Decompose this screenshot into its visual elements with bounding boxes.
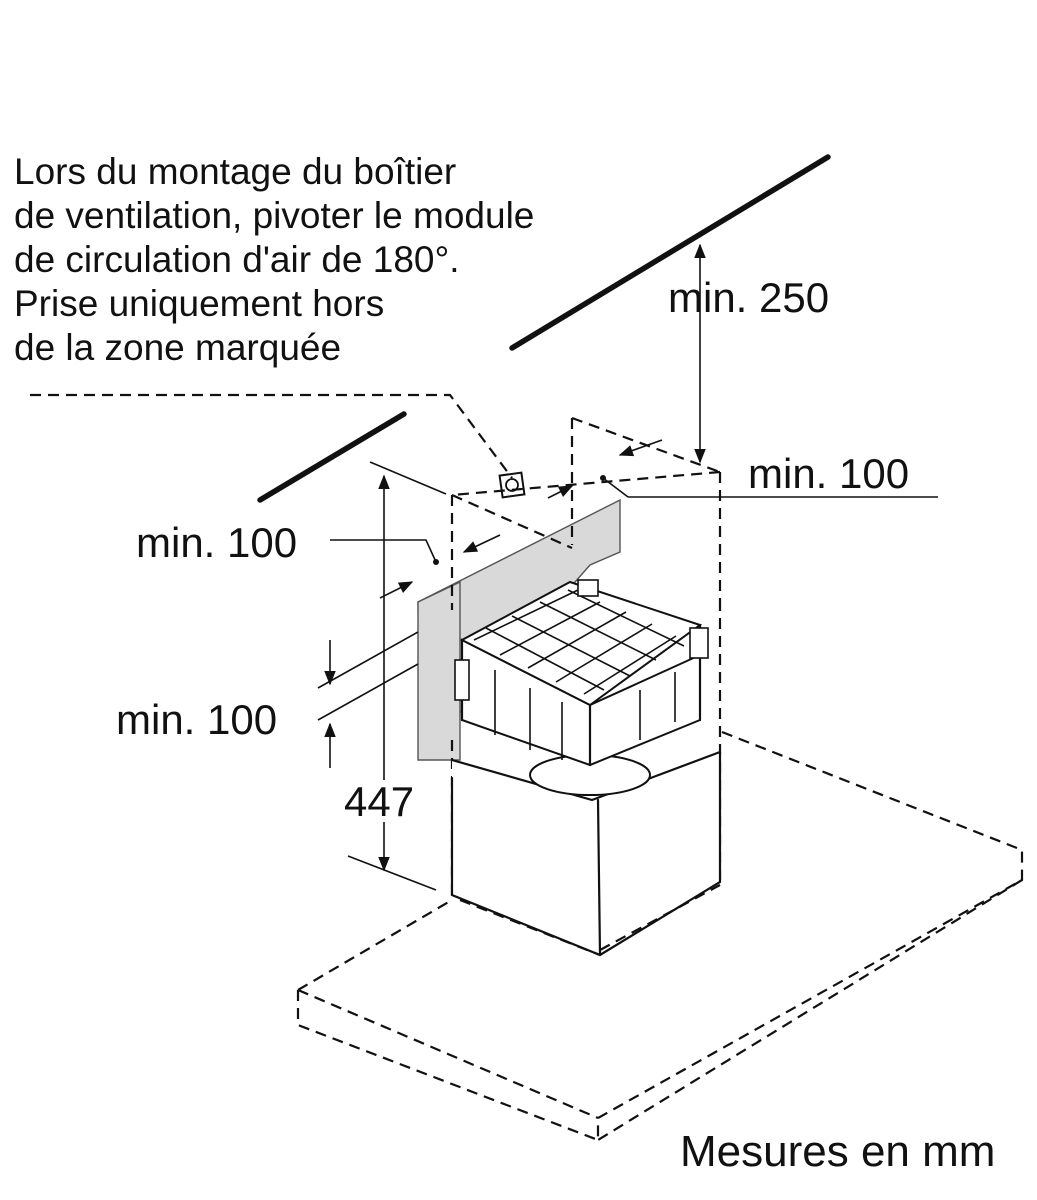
- note-line-4: Prise uniquement hors: [14, 283, 384, 324]
- wall-line: [257, 411, 407, 503]
- dimension-ceiling-label: min. 250: [668, 274, 829, 321]
- note-line-2: de ventilation, pivoter le module: [14, 195, 534, 236]
- note-leader-dashed: [30, 393, 513, 479]
- dimension-vertical-label: min. 100: [116, 696, 277, 743]
- note-line-5: de la zone marquée: [14, 327, 341, 368]
- dimension-height-label: 447: [344, 778, 414, 825]
- socket-symbol: [498, 471, 526, 499]
- units-note: Mesures en mm: [680, 1127, 995, 1176]
- hood-canopy-outline: [296, 730, 1024, 1142]
- installation-note: Lors du montage du boîtier de ventilatio…: [14, 151, 534, 368]
- dimension-height: 447: [344, 461, 447, 891]
- recirculation-module: [454, 579, 709, 796]
- dimension-right-label: min. 100: [748, 450, 909, 497]
- ventilation-housing: [450, 750, 722, 957]
- dimension-left-label: min. 100: [136, 519, 297, 566]
- note-line-1: Lors du montage du boîtier: [14, 151, 456, 192]
- ceiling-line: [509, 154, 831, 351]
- note-line-3: de circulation d'air de 180°.: [14, 239, 460, 280]
- dimension-left: min. 100: [136, 519, 501, 599]
- marked-zone-left: [417, 580, 461, 761]
- dimension-ceiling: min. 250: [668, 243, 829, 464]
- dimension-right: min. 100: [547, 439, 938, 499]
- dimension-vertical: min. 100: [116, 631, 419, 768]
